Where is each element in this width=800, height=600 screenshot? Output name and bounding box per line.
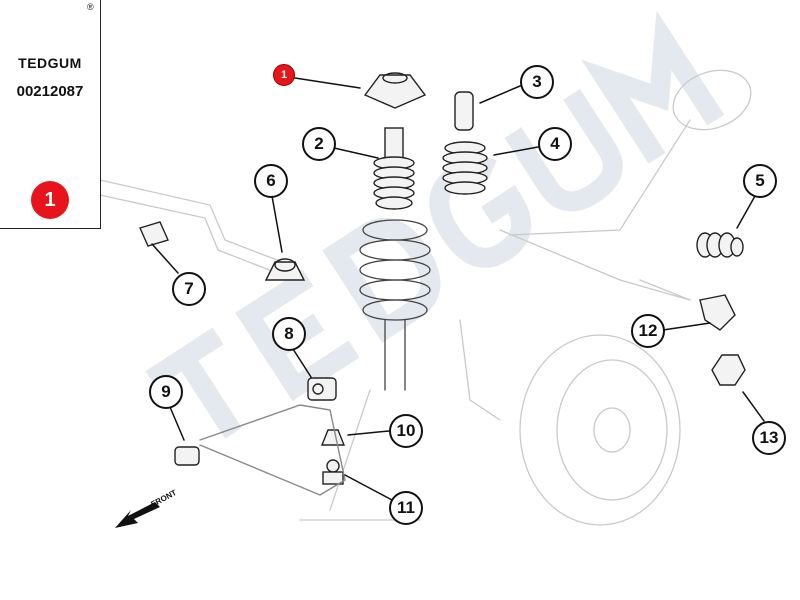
callout-9[interactable]: 9 [149,375,183,409]
callout-12[interactable]: 12 [631,314,665,348]
callout-7[interactable]: 7 [172,272,206,306]
callout-3[interactable]: 3 [520,65,554,99]
background-parts [99,69,752,526]
parts [139,72,746,496]
callout-8[interactable]: 8 [272,317,306,351]
brand-name: TEDGUM [18,55,82,71]
position-badge: 1 [31,181,69,219]
callout-4[interactable]: 4 [538,127,572,161]
callout-1[interactable]: 1 [273,64,295,86]
callout-10[interactable]: 10 [389,414,423,448]
callout-2[interactable]: 2 [302,127,336,161]
watermark [145,10,725,439]
callout-5[interactable]: 5 [743,164,777,198]
part-number: 00212087 [16,83,84,100]
callout-6[interactable]: 6 [254,164,288,198]
leader-arrows [151,77,765,501]
part-info-panel: ® TEDGUM 00212087 1 [0,0,101,229]
callout-13[interactable]: 13 [752,421,786,455]
front-arrow-icon [115,502,160,528]
registered-mark: ® [87,2,94,12]
callout-11[interactable]: 11 [389,491,423,525]
coil-spring [359,219,431,391]
